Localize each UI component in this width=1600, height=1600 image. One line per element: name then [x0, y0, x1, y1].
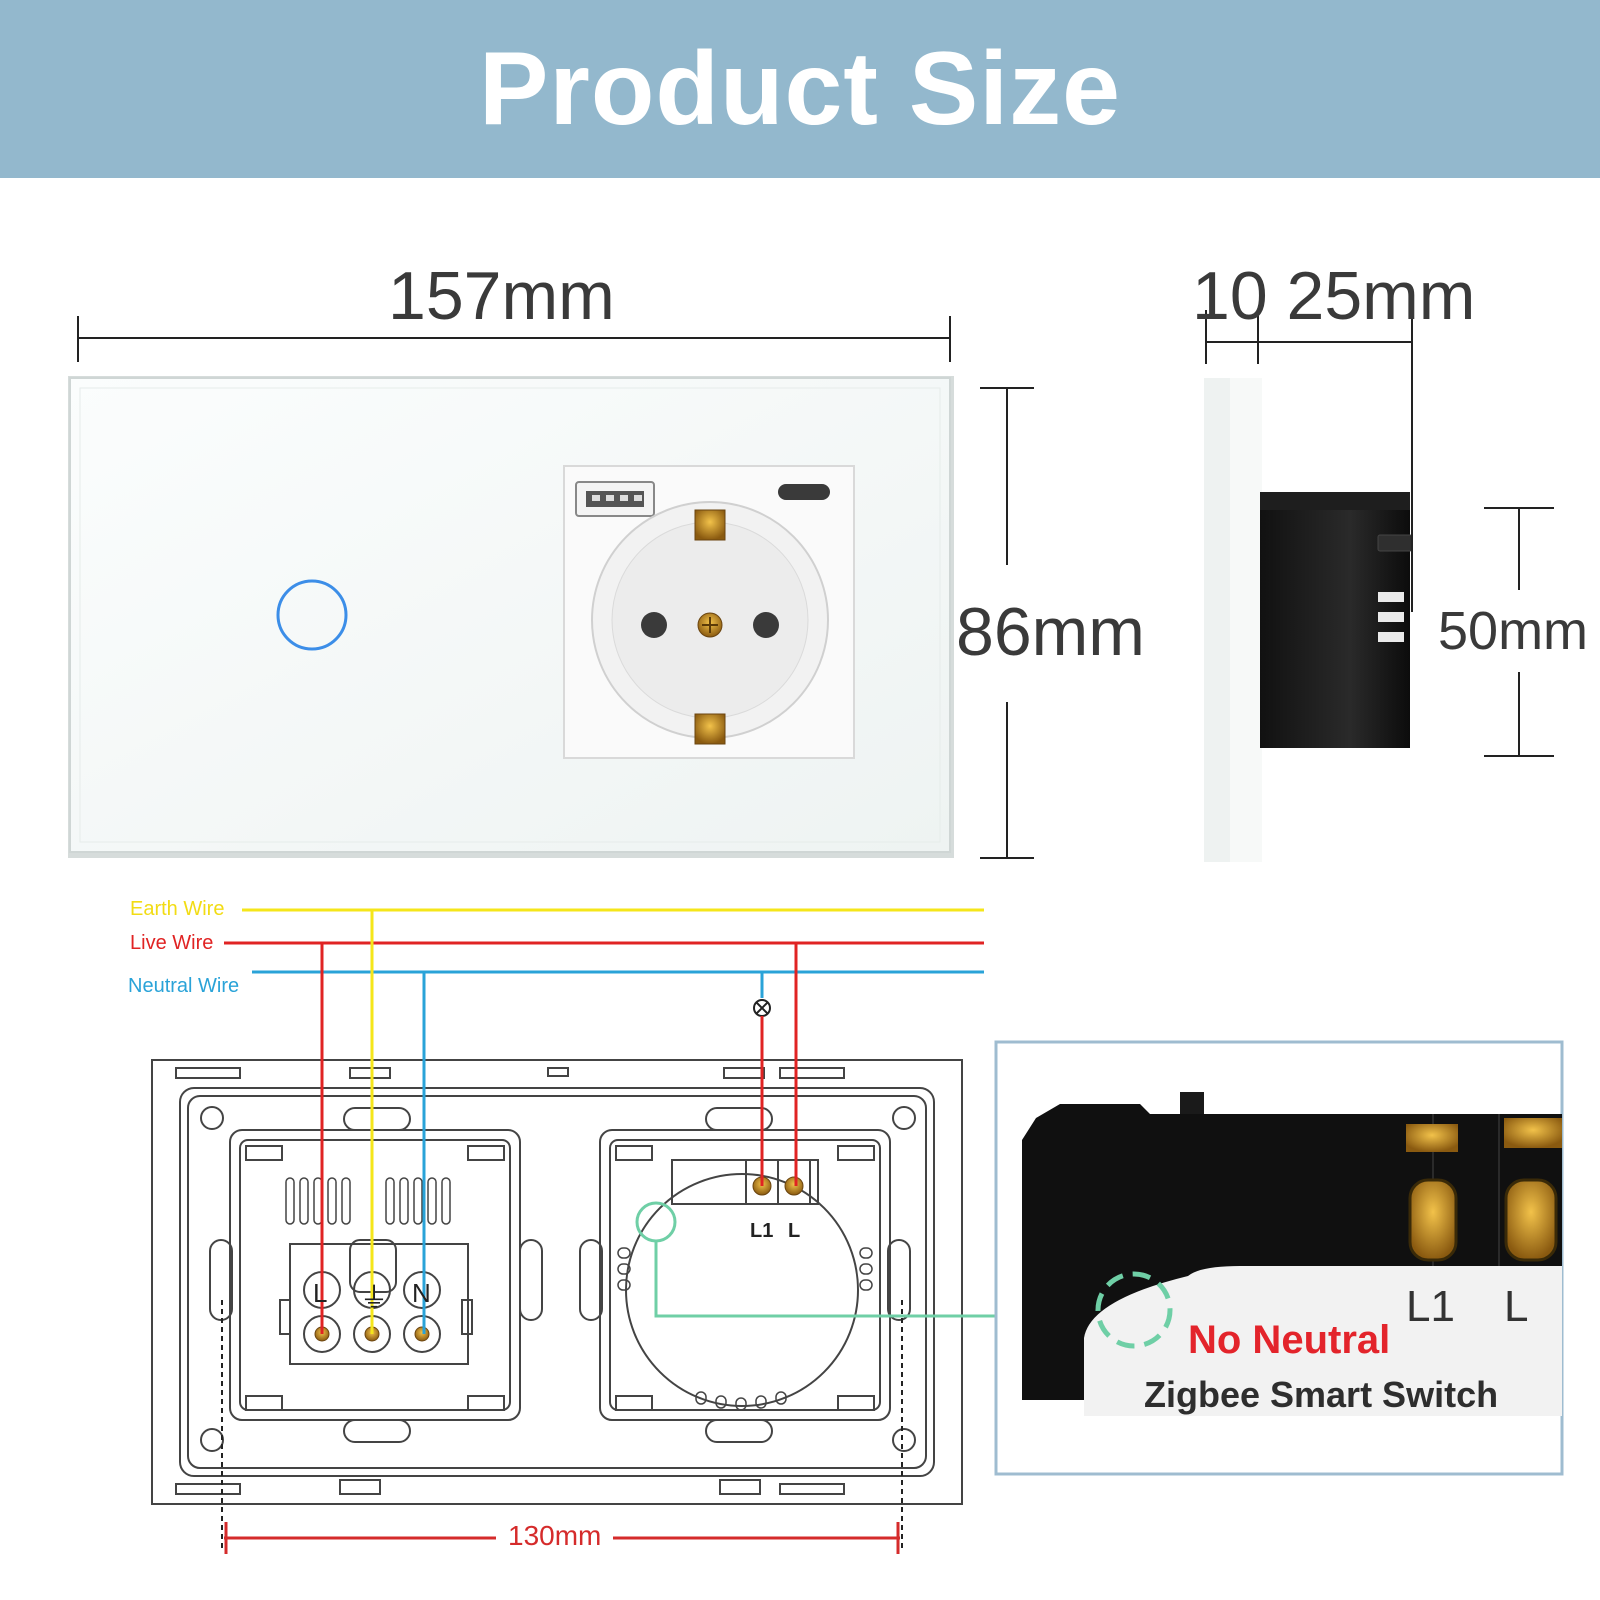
socket-terminal-earth: ⏚	[360, 1282, 389, 1313]
live-wire-label: Live Wire	[130, 932, 214, 954]
product-name-label: Zigbee Smart Switch	[1144, 1374, 1499, 1415]
body-height-label: 50mm	[1438, 601, 1589, 661]
backplate-drawing	[151, 1059, 963, 1505]
callout-connector	[654, 1241, 1104, 1318]
width-label: 157mm	[388, 258, 615, 334]
width-dimension-line	[77, 316, 951, 362]
socket-terminal-l: L	[313, 1278, 328, 1308]
neutral-indicator-circle	[635, 1201, 677, 1243]
side-view	[1204, 378, 1413, 862]
usb-c-port-icon	[778, 484, 830, 500]
height-dimension-line	[980, 387, 1034, 859]
neutral-wire-label: Neutral Wire	[128, 975, 240, 997]
depth-label: 10 25mm	[1192, 258, 1476, 334]
socket-terminal-n: N	[412, 1278, 431, 1308]
switch-terminal-l1: L1	[750, 1220, 774, 1242]
page-title: Product Size	[479, 30, 1121, 147]
earth-wire-label: Earth Wire	[130, 898, 225, 920]
touch-circle-icon	[276, 579, 348, 651]
header-banner: Product Size	[0, 0, 1600, 178]
depth-dimension-line	[1205, 310, 1413, 612]
inset-terminal-l1: L1	[1406, 1282, 1455, 1331]
schuko-socket	[563, 465, 855, 759]
usb-a-port-icon	[575, 481, 655, 517]
body-height-dimension-line	[1484, 507, 1554, 757]
switch-terminal-l: L	[788, 1220, 801, 1242]
mount-spacing-label: 130mm	[496, 1520, 614, 1552]
zigbee-inset-photo	[994, 1040, 1564, 1476]
no-neutral-highlight-circle	[1095, 1271, 1173, 1349]
inset-terminal-l: L	[1504, 1282, 1529, 1331]
no-neutral-label: No Neutral	[1188, 1318, 1391, 1362]
height-label: 86mm	[956, 594, 1145, 670]
front-panel	[68, 376, 954, 858]
lamp-symbol-icon	[753, 999, 771, 1017]
